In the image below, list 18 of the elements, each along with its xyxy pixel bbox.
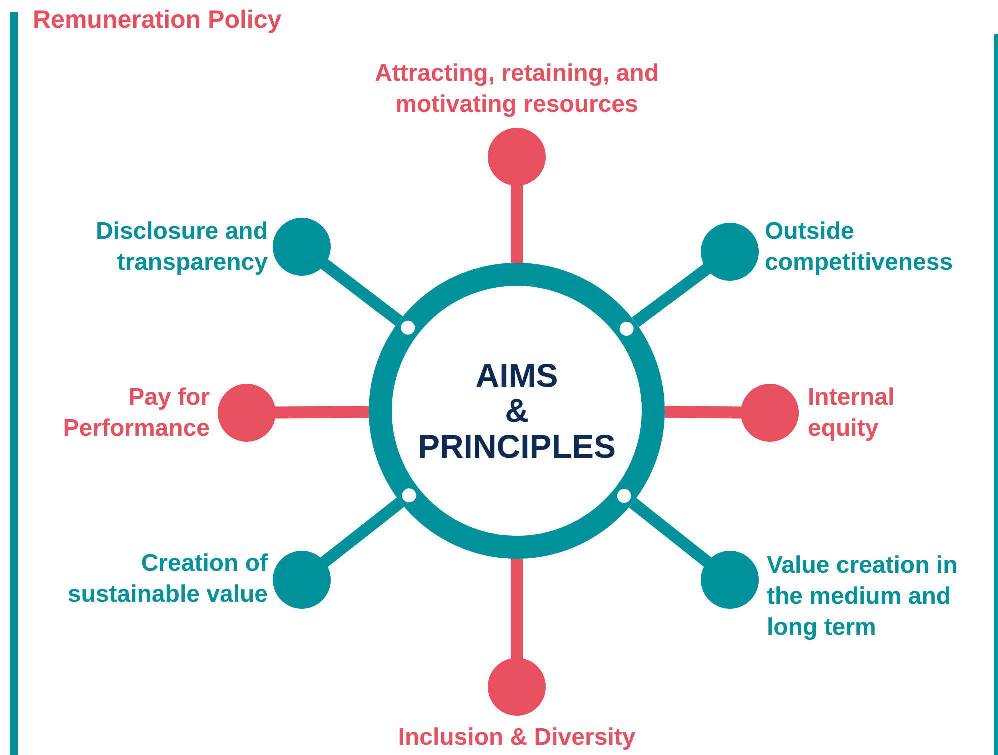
principle-label: Value creation in the medium and long term (767, 551, 959, 644)
principle-label: Outside competitiveness (765, 217, 954, 278)
principle-label: Pay for Performance (62, 383, 210, 444)
principle-label: Attracting, retaining, and motivating resources (374, 59, 660, 120)
connector-line (664, 406, 742, 419)
principle-label: Creation of sustainable value (66, 549, 268, 610)
connector-line (632, 264, 712, 328)
connector-line (629, 498, 712, 568)
principle-label: Disclosure and transparency (94, 217, 268, 278)
connector-line (320, 259, 403, 326)
connector-line (320, 498, 404, 568)
connector-line (511, 185, 523, 263)
principle-label: Inclusion & Diversity (397, 723, 637, 753)
principle-label: Internal equity (808, 383, 896, 444)
title: Remuneration Policy (33, 6, 282, 35)
hub-label: AIMS & PRINCIPLES (417, 358, 617, 464)
connector-line (511, 559, 523, 659)
connector-line (274, 406, 370, 419)
